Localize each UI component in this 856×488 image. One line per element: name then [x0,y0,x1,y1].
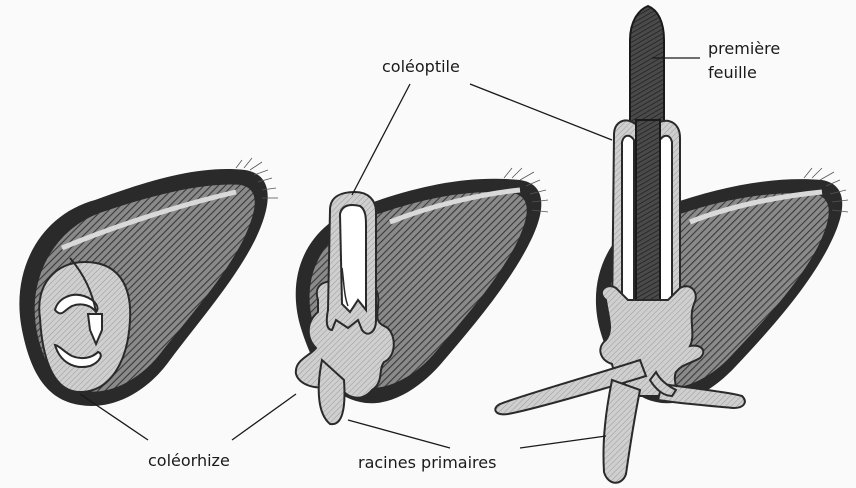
seed-3 [495,6,848,483]
leader-racines-1 [348,420,450,448]
label-feuille: feuille [708,63,757,82]
label-coleorhize: coléorhize [148,451,230,470]
leader-racines-2 [520,436,606,448]
leader-coleoptile-1 [352,84,410,195]
leader-coleorhize-2 [232,394,296,440]
seed-1 [19,158,278,406]
label-coleoptile: coléoptile [382,57,460,76]
leader-coleoptile-2 [470,84,612,140]
label-premiere: première [708,39,780,58]
seed-2 [296,168,548,424]
seed-3-root-down [603,380,640,483]
label-racines-primaires: racines primaires [358,453,496,472]
